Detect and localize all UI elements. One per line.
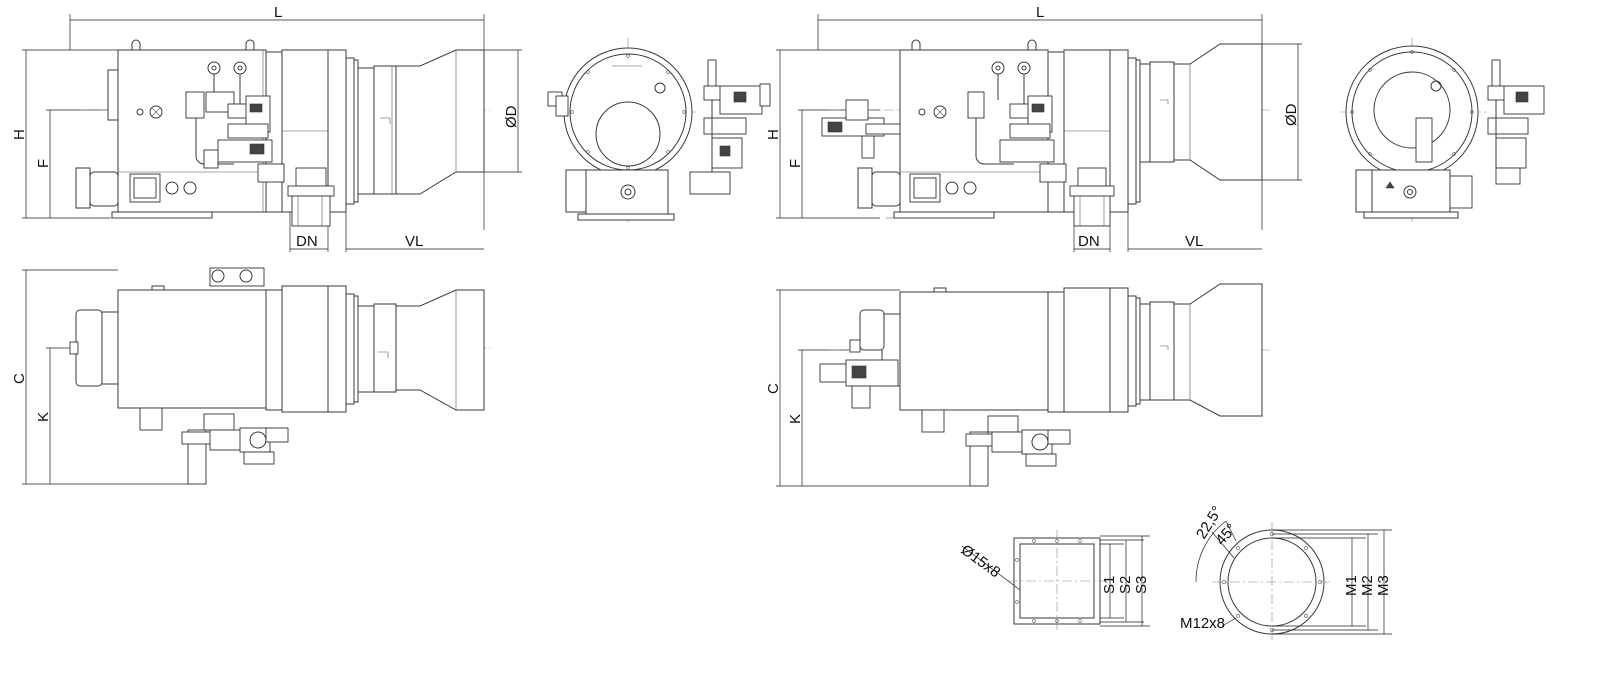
dim-label-F: F [35, 159, 52, 168]
dim-label-H: H [11, 129, 28, 140]
dim-label-DN-2: DN [1078, 233, 1100, 250]
dim-label-DN: DN [296, 233, 318, 250]
dim-label-VL: VL [405, 233, 423, 250]
round-flange-detail: 22,5° 45° M12x8 M1 M2 M3 [1180, 503, 1392, 642]
hole-size-label: Ø15x8 [958, 541, 1004, 581]
dim-label-C: C [11, 373, 28, 384]
front-view-1 [547, 38, 771, 222]
thread-label: M12x8 [1180, 615, 1225, 632]
side-view-2: L H F ØD DN VL [765, 4, 1302, 252]
dim-label-M3: M3 [1375, 575, 1392, 596]
top-view-1: C K [11, 267, 490, 485]
dim-label-C-2: C [765, 383, 782, 394]
dim-label-S1: S1 [1101, 576, 1118, 594]
dim-label-F-2: F [787, 159, 804, 168]
dim-label-D: ØD [503, 105, 520, 128]
dim-label-VL-2: VL [1185, 233, 1203, 250]
dim-label-K-2: K [787, 414, 804, 424]
dim-label-M2: M2 [1359, 575, 1376, 596]
dim-label-D-2: ØD [1283, 103, 1300, 126]
dim-label-M1: M1 [1343, 575, 1360, 596]
dim-label-K: K [35, 412, 52, 422]
dim-label-L-2: L [1036, 4, 1044, 21]
dim-label-S3: S3 [1133, 576, 1150, 594]
square-flange-detail: Ø15x8 S1 S2 S3 [958, 530, 1150, 632]
front-view-2 [1340, 38, 1545, 222]
dim-label-L: L [274, 4, 282, 21]
top-view-2: C K [765, 283, 1270, 487]
side-view-1: L H F ØD DN VL [11, 4, 522, 252]
dim-label-H-2: H [765, 129, 782, 140]
dim-label-S2: S2 [1117, 576, 1134, 594]
